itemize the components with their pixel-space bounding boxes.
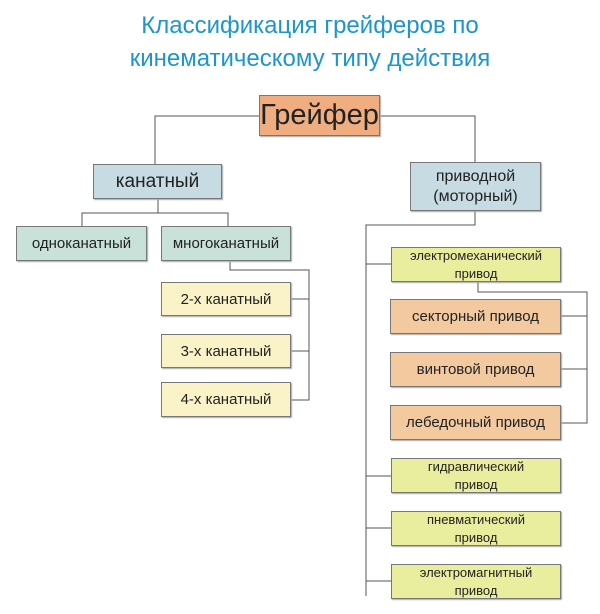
driven-label: приводной bbox=[435, 167, 516, 185]
electromechanical-node: электромеханический привод bbox=[391, 247, 561, 282]
label: привод bbox=[454, 529, 498, 545]
pneumatic-node: пневматический привод bbox=[391, 511, 561, 546]
label: привод bbox=[454, 265, 498, 281]
root-node: Грейфер bbox=[259, 95, 380, 136]
screw-drive-node: винтовой привод bbox=[390, 352, 561, 387]
label: электромагнитный bbox=[419, 564, 533, 580]
winch-drive-node: лебедочный привод bbox=[390, 405, 561, 440]
label: привод bbox=[454, 582, 498, 598]
label: гидравлический bbox=[427, 458, 525, 474]
electromagnetic-node: электромагнитный привод bbox=[391, 564, 561, 599]
hydraulic-node: гидравлический привод bbox=[391, 458, 561, 493]
connector bbox=[380, 115, 476, 162]
connector bbox=[229, 261, 310, 401]
label: привод bbox=[454, 476, 498, 492]
label: электромеханический bbox=[409, 247, 543, 263]
three-rope-node: 3-х канатный bbox=[161, 334, 291, 368]
title-line-1: Классификация грейферов по bbox=[141, 12, 479, 39]
four-rope-node: 4-х канатный bbox=[161, 382, 291, 417]
connector bbox=[477, 282, 588, 424]
label: пневматический bbox=[426, 511, 526, 527]
rope-node: канатный bbox=[93, 164, 222, 199]
driven-sublabel: (моторный) bbox=[433, 187, 518, 205]
driven-node: приводной (моторный) bbox=[410, 162, 541, 211]
connector bbox=[81, 212, 229, 226]
multi-rope-node: многоканатный bbox=[161, 226, 291, 261]
title-line-2: кинематическому типу действия bbox=[129, 45, 491, 72]
sector-drive-node: секторный привод bbox=[390, 299, 561, 334]
connector bbox=[154, 115, 259, 164]
connector bbox=[365, 211, 476, 596]
two-rope-node: 2-х канатный bbox=[161, 282, 291, 316]
single-rope-node: одноканатный bbox=[16, 226, 147, 261]
